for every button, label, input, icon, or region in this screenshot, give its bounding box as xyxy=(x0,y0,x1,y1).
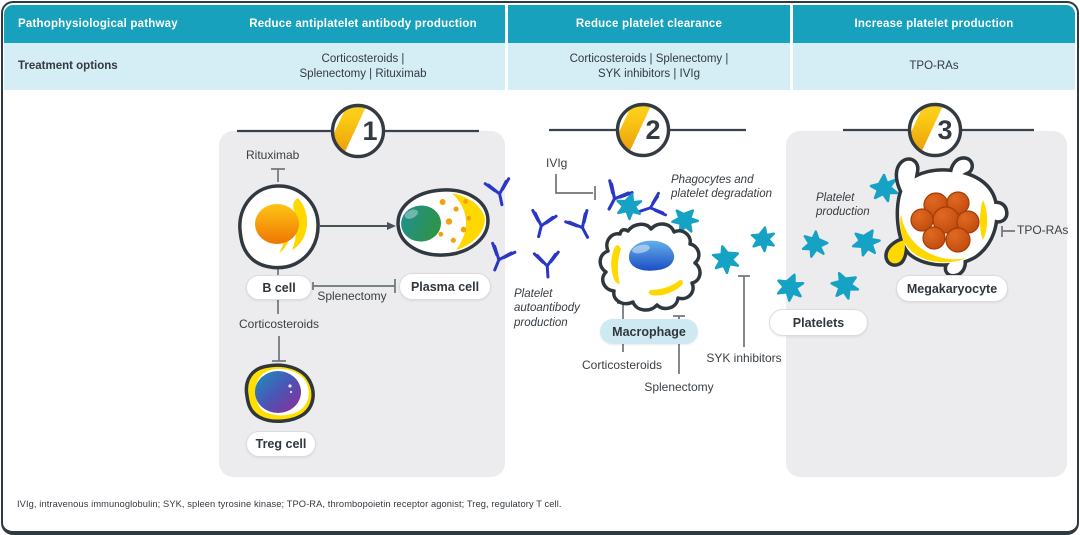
syk-inhibitors-label: SYK inhibitors xyxy=(706,351,782,365)
platelets-pill: Platelets xyxy=(769,309,868,336)
corticosteroids-label-s1: Corticosteroids xyxy=(238,317,320,331)
rituximab-label: Rituximab xyxy=(246,148,300,162)
badge-2-number: 2 xyxy=(645,115,661,145)
treatment-options-label: Treatment options xyxy=(4,43,232,90)
ivig-label: IVIg xyxy=(546,156,568,170)
treg-cell-pill: Treg cell xyxy=(246,431,316,457)
phagocytes-note: Phagocytes and platelet degradation xyxy=(671,174,773,201)
megakaryocyte-icon xyxy=(884,156,1009,278)
macrophage-pill: Macrophage xyxy=(600,319,698,344)
treatments-column-1: Corticosteroids | Splenectomy | Rituxima… xyxy=(221,43,505,90)
column-header-platelet-clearance: Reduce platelet clearance xyxy=(508,5,790,43)
badge-3-number: 3 xyxy=(937,115,953,145)
b-cell-icon xyxy=(238,184,320,270)
b-cell-pill: B cell xyxy=(246,275,312,300)
treatments-column-3: TPO-RAs xyxy=(793,43,1075,90)
macrophage-icon xyxy=(598,222,702,312)
plasma-cell-icon xyxy=(396,188,490,257)
column-header-antibody-production: Reduce antiplatelet antibody production xyxy=(221,5,505,43)
treatments-column-2: Corticosteroids | Splenectomy | SYK inhi… xyxy=(508,43,790,90)
plasma-cell-pill: Plasma cell xyxy=(399,273,491,300)
splenectomy-label-s2: Splenectomy xyxy=(644,380,714,394)
badge-1-number: 1 xyxy=(362,116,378,146)
b-to-plasma-arrow xyxy=(320,222,396,230)
megakaryocyte-nucleus xyxy=(910,191,980,253)
corticosteroids-label-s2: Corticosteroids xyxy=(581,358,663,372)
treg-cell-icon xyxy=(244,363,315,423)
megakaryocyte-pill: Megakaryocyte xyxy=(896,275,1008,302)
tpo-ras-label: TPO-RAs xyxy=(1017,223,1069,237)
platelet-production-note: Platelet production xyxy=(816,192,870,219)
autoantibody-note: Platelet autoantibody production xyxy=(514,288,580,329)
column-header-platelet-production: Increase platelet production xyxy=(793,5,1075,43)
abbreviations-footnote: IVIg, intravenous immunoglobulin; SYK, s… xyxy=(17,499,562,509)
splenectomy-label-s1: Splenectomy xyxy=(317,289,387,303)
pathway-header-cell: Pathophysiological pathway xyxy=(4,5,232,43)
